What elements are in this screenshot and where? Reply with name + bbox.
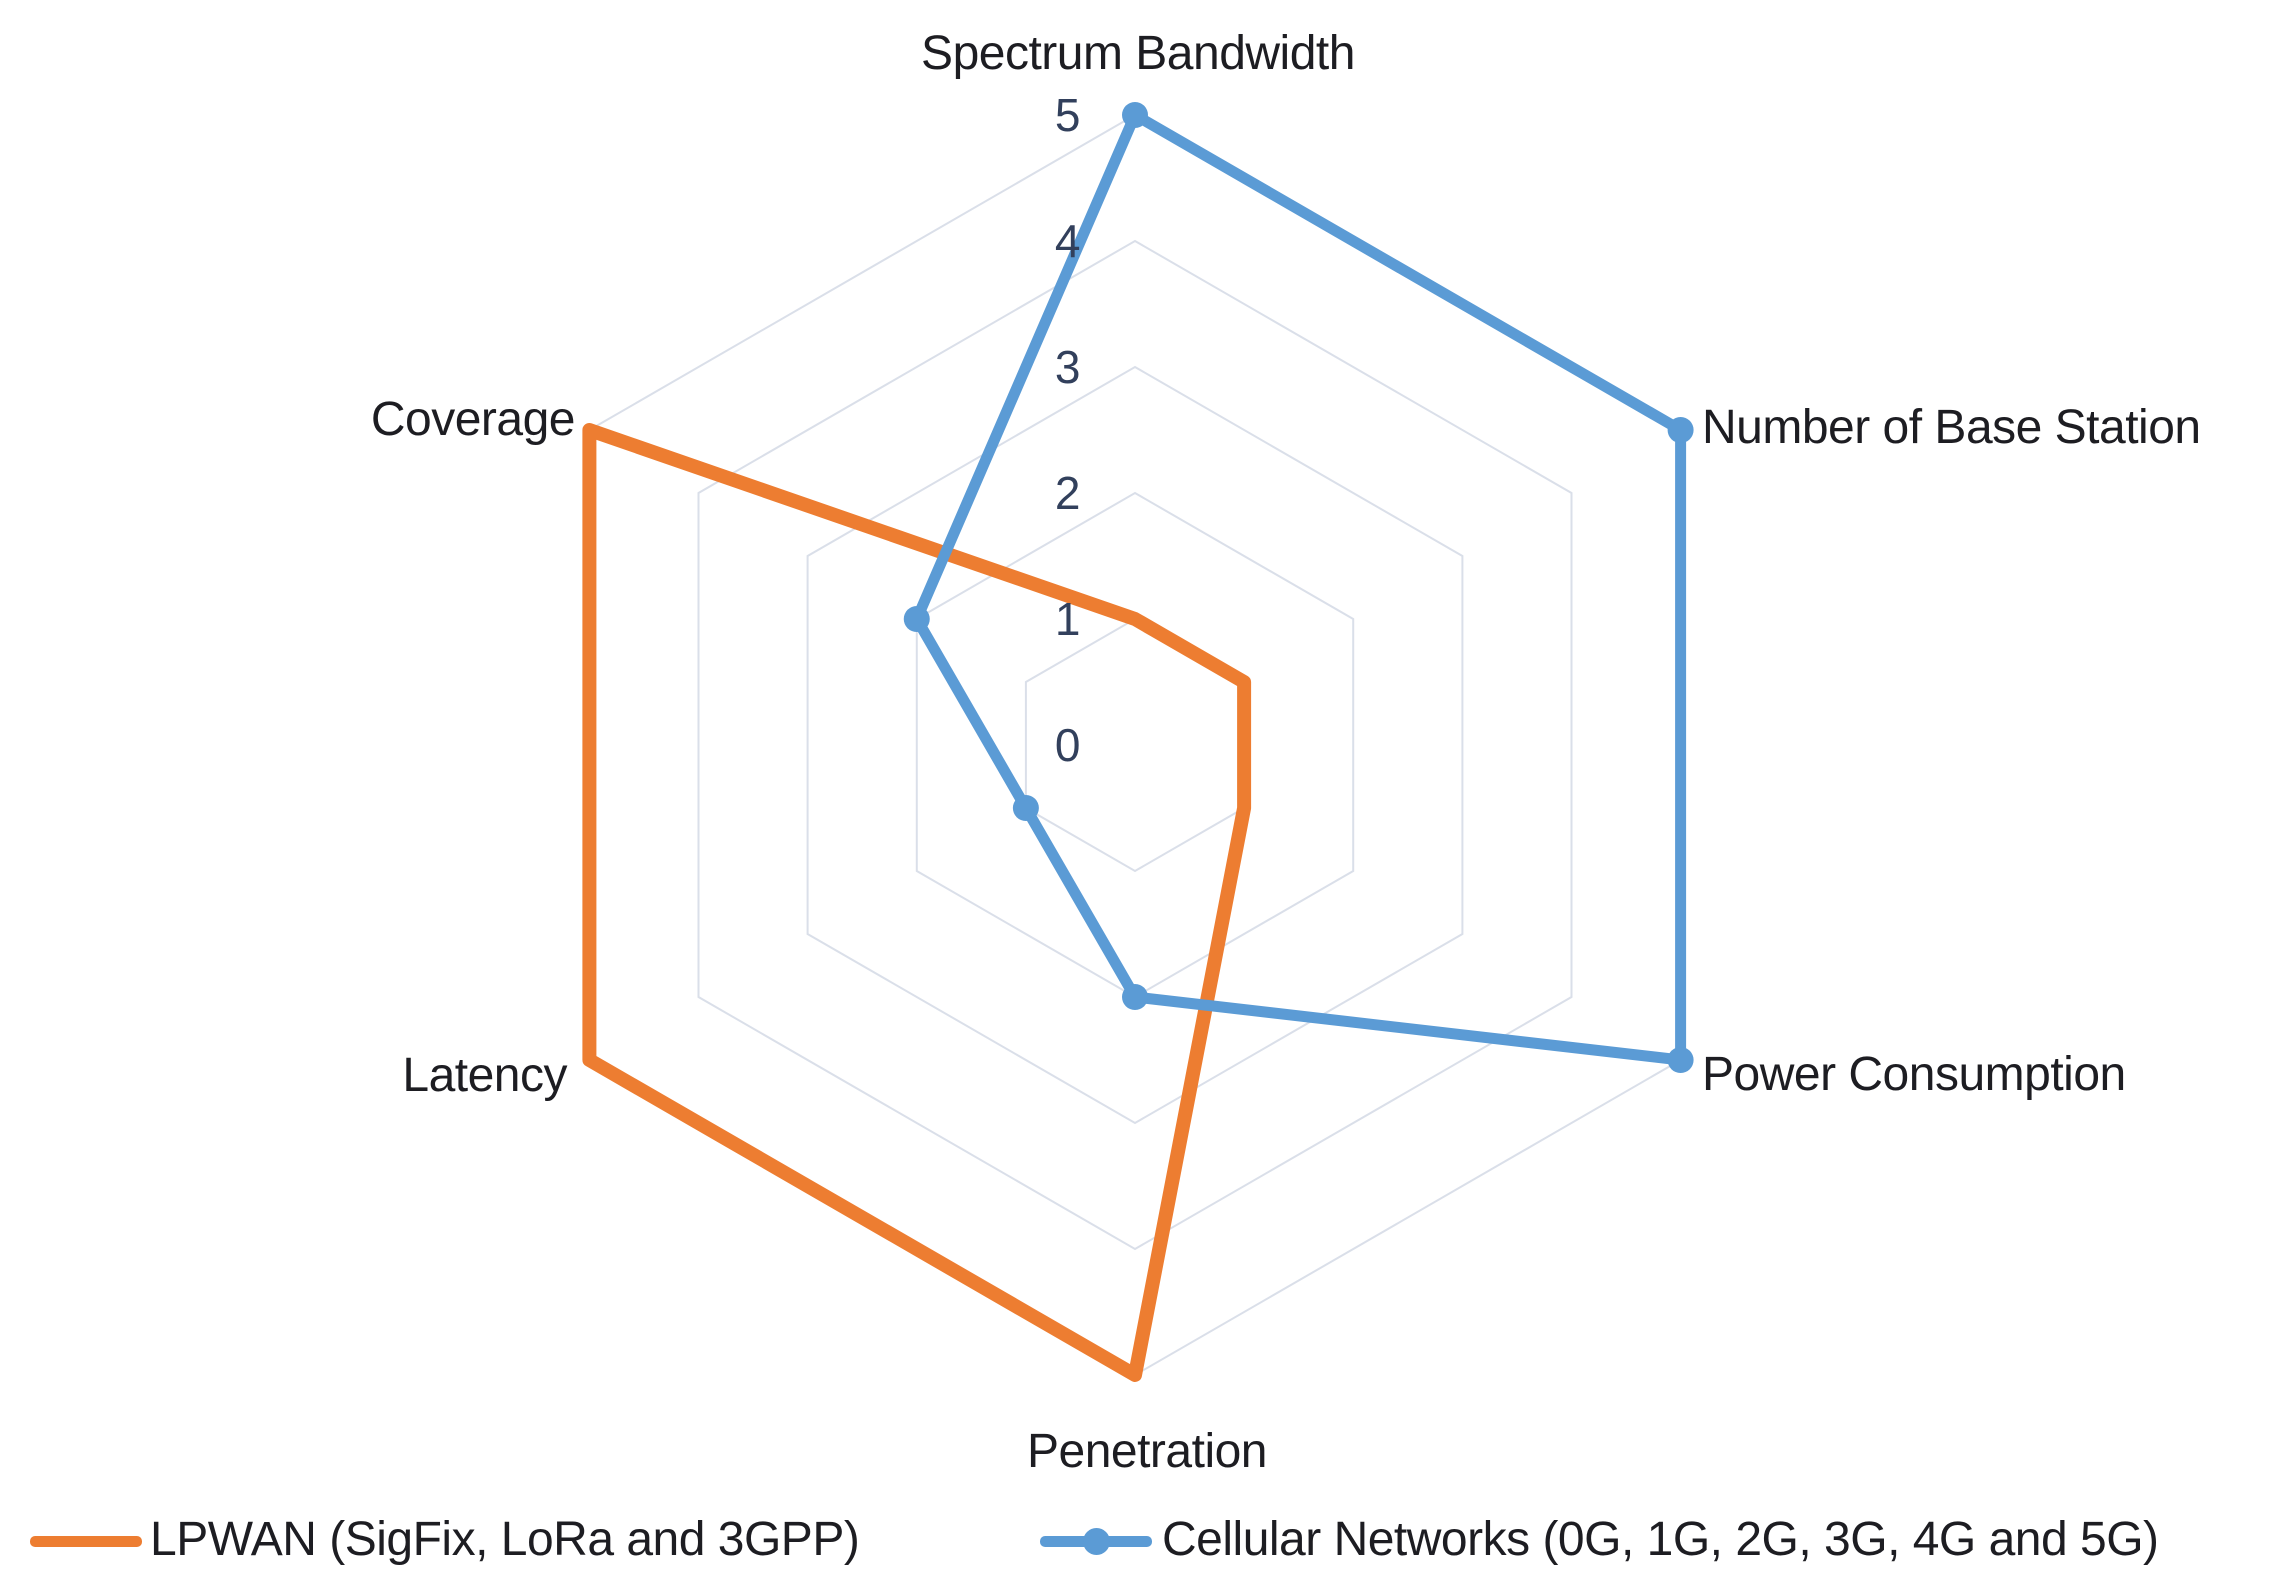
radial-tick-0: 0 [1054,719,1081,771]
lpwan-line-swatch-icon [30,1536,142,1547]
legend-label-lpwan: LPWAN (SigFix, LoRa and 3GPP) [150,1513,860,1566]
series-1-marker-3 [1122,984,1148,1010]
radial-tick-1: 1 [1054,593,1081,645]
radial-tick-3: 3 [1054,341,1081,393]
axis-label-latency: Latency [402,1049,567,1102]
series-1-marker-4 [1012,795,1039,821]
axis-label-spectrum-bandwidth: Spectrum Bandwidth [921,27,1355,80]
cellular-marker-dot-icon [1083,1528,1110,1555]
axis-label-power-consumption: Power Consumption [1702,1048,2126,1101]
legend-label-cellular: Cellular Networks (0G, 1G, 2G, 3G, 4G an… [1162,1513,2159,1566]
grid-ring-3 [806,365,1464,1125]
series-line-0 [582,423,1252,1382]
radial-tick-5: 5 [1054,89,1081,141]
axis-label-penetration: Penetration [1026,1425,1268,1478]
series-1-marker-5 [903,606,930,632]
grid-ring-4 [697,239,1573,1251]
series-1-marker-2 [1667,1047,1694,1073]
radial-tick-4: 4 [1054,215,1081,267]
series-1-marker-0 [1122,102,1148,128]
series-1-marker-1 [1667,417,1694,443]
axis-label-number-of-base-station: Number of Base Station [1702,401,2201,454]
axis-label-coverage: Coverage [370,393,576,446]
radial-tick-2: 2 [1054,467,1081,519]
grid-ring-5 [588,113,1682,1377]
